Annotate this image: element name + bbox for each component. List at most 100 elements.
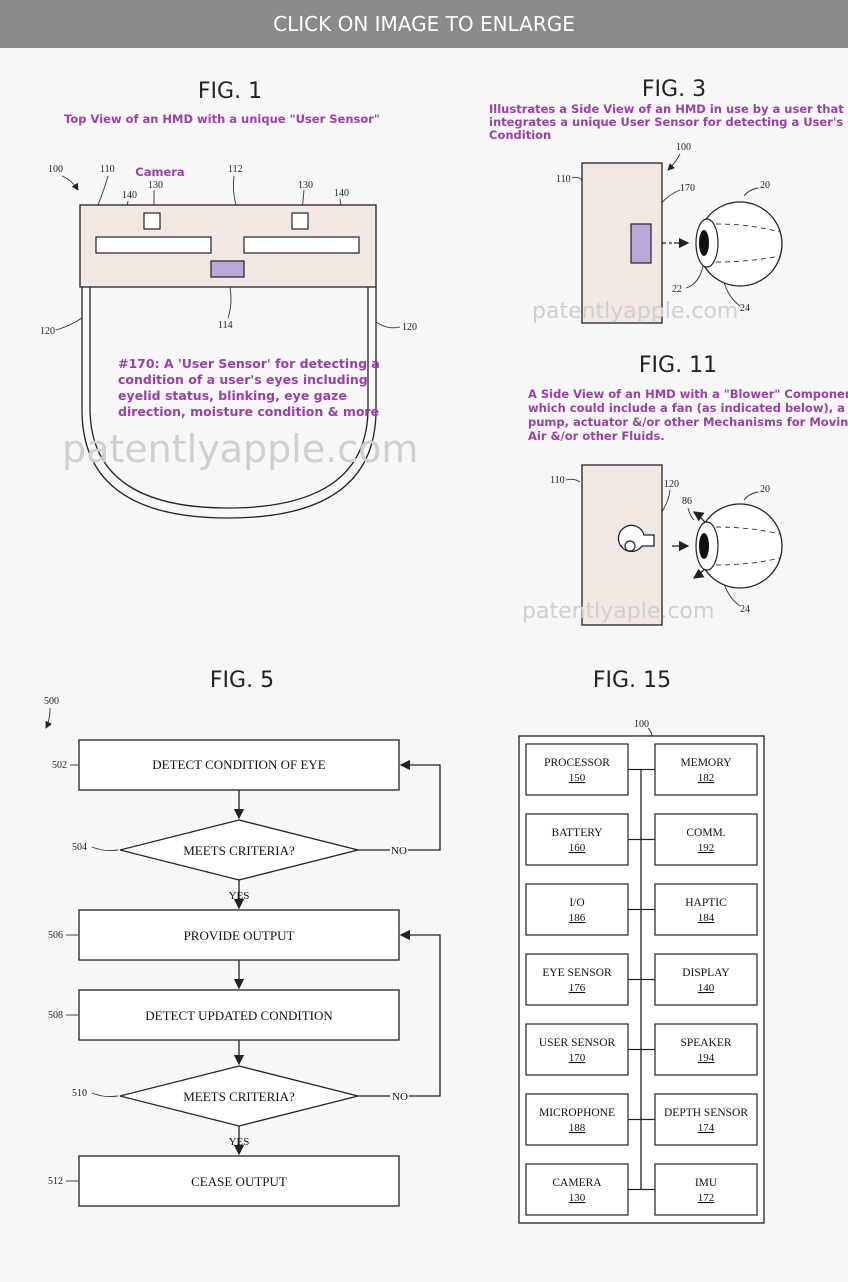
fig3-caption-line: Illustrates a Side View of an HMD in use… — [489, 102, 844, 116]
component-label: COMM. — [686, 827, 725, 839]
fig1-title: FIG. 1 — [198, 79, 262, 104]
component-label: EYE SENSOR — [542, 967, 612, 979]
fig11-title: FIG. 11 — [639, 353, 717, 378]
ref-114: 114 — [218, 320, 233, 331]
decision-2-label: MEETS CRITERIA? — [183, 1089, 295, 1104]
fig11: FIG. 11 A Side View of an HMD with a "Bl… — [522, 353, 848, 626]
decision-1-label: MEETS CRITERIA? — [183, 843, 295, 858]
fig11-watermark: patentlyaple.com — [522, 599, 714, 624]
component-comm: COMM. 192 — [654, 813, 758, 866]
component-ref-number: 192 — [698, 842, 715, 854]
component-ref-number: 186 — [569, 912, 586, 924]
ref-100: 100 — [634, 719, 649, 730]
ref-502: 502 — [52, 760, 67, 771]
component-label: BATTERY — [551, 827, 603, 839]
component-ref-number: 130 — [569, 1192, 586, 1204]
component-display: DISPLAY 140 — [654, 953, 758, 1006]
component-user-sensor: USER SENSOR 170 — [525, 1023, 629, 1076]
component-ref-number: 170 — [569, 1052, 586, 1064]
component-label: I/O — [569, 897, 584, 909]
fig3-caption-line: Condition — [489, 128, 551, 142]
camera-right — [291, 212, 309, 230]
step-detect-updated — [78, 989, 400, 1041]
enlarge-banner[interactable]: CLICK ON IMAGE TO ENLARGE — [0, 0, 848, 48]
component-label: USER SENSOR — [539, 1037, 616, 1049]
component-label: PROCESSOR — [544, 757, 610, 769]
eyeball — [695, 201, 783, 287]
fig1-camera-label: Camera — [135, 165, 184, 179]
component-label: DISPLAY — [682, 967, 730, 979]
step-detect-label: DETECT CONDITION OF EYE — [152, 757, 325, 772]
user-sensor-170 — [210, 260, 245, 278]
fig11-caption-line: which could include a fan (as indicated … — [528, 401, 845, 415]
ref-22: 22 — [672, 284, 682, 295]
component-ref-number: 174 — [698, 1122, 715, 1134]
ref-130b: 130 — [298, 180, 313, 191]
fig3: FIG. 3 Illustrates a Side View of an HMD… — [489, 77, 848, 324]
fig1: FIG. 1 Top View of an HMD with a unique … — [40, 79, 418, 519]
ref-170: 170 — [680, 183, 695, 194]
component-i-o: I/O 186 — [525, 883, 629, 936]
svg-text:#170: A 'User Sensor' for dete: #170: A 'User Sensor' for detecting a — [118, 356, 380, 371]
step-cease-label: CEASE OUTPUT — [191, 1174, 287, 1189]
fig11-caption-line: Air &/or other Fluids. — [528, 429, 665, 443]
ref-110: 110 — [550, 475, 565, 486]
ref-504: 504 — [72, 842, 87, 853]
fig1-caption: Top View of an HMD with a unique "User S… — [64, 112, 380, 126]
ref-110: 110 — [100, 164, 115, 175]
ref-100: 100 — [48, 164, 63, 175]
ref-120a: 120 — [40, 326, 55, 337]
fig15-title: FIG. 15 — [593, 668, 671, 693]
component-battery: BATTERY 160 — [525, 813, 629, 866]
no-label-1: NO — [391, 845, 407, 857]
ref-110: 110 — [556, 174, 571, 185]
component-label: DEPTH SENSOR — [664, 1107, 748, 1119]
component-speaker: SPEAKER 194 — [654, 1023, 758, 1076]
ref-510: 510 — [72, 1088, 87, 1099]
fig11-caption-line: A Side View of an HMD with a "Blower" Co… — [528, 387, 848, 401]
ref-512: 512 — [48, 1176, 63, 1187]
component-label: MEMORY — [680, 757, 732, 769]
ref-500: 500 — [44, 696, 59, 707]
ref-20: 20 — [760, 484, 770, 495]
component-label: IMU — [695, 1177, 718, 1189]
ref-140a: 140 — [122, 190, 137, 201]
fig5-flowchart: FIG. 5 500 502 DETECT CONDITION OF EYE 5… — [44, 668, 441, 1207]
fig5-title: FIG. 5 — [210, 668, 274, 693]
fig1-watermark: patentlyapple.com — [62, 427, 418, 471]
fan-icon — [617, 524, 655, 553]
fig1-note: #170: A 'User Sensor' for detecting a co… — [118, 356, 380, 419]
ref-24: 24 — [740, 303, 750, 314]
user-sensor-side — [630, 223, 652, 264]
patent-figures[interactable]: FIG. 1 Top View of an HMD with a unique … — [0, 48, 848, 1282]
step-provide-label: PROVIDE OUTPUT — [184, 928, 295, 943]
component-ref-number: 184 — [698, 912, 715, 924]
component-ref-number: 160 — [569, 842, 586, 854]
component-ref-number: 140 — [698, 982, 715, 994]
step-detect-condition — [78, 739, 400, 791]
component-label: MICROPHONE — [539, 1107, 615, 1119]
component-ref-number: 194 — [698, 1052, 715, 1064]
ref-506: 506 — [48, 930, 63, 941]
step-cease-output — [78, 1155, 400, 1207]
display-left — [95, 236, 212, 254]
fig3-caption-line: integrates a unique User Sensor for dete… — [489, 115, 848, 129]
component-ref-number: 172 — [698, 1192, 715, 1204]
svg-text:eyelid status, blinking, eye g: eyelid status, blinking, eye gaze — [118, 388, 347, 403]
svg-text:direction, moisture condition: direction, moisture condition & more — [118, 404, 379, 419]
component-ref-number: 188 — [569, 1122, 586, 1134]
ref-20: 20 — [760, 180, 770, 191]
svg-text:condition of a user's eyes inc: condition of a user's eyes including — [118, 372, 368, 387]
component-ref-number: 182 — [698, 772, 715, 784]
component-imu: IMU 172 — [654, 1163, 758, 1216]
fig3-title: FIG. 3 — [642, 77, 706, 102]
ref-112: 112 — [228, 164, 243, 175]
component-depth-sensor: DEPTH SENSOR 174 — [654, 1093, 758, 1146]
component-label: SPEAKER — [680, 1037, 731, 1049]
ref-120b: 120 — [402, 322, 417, 333]
